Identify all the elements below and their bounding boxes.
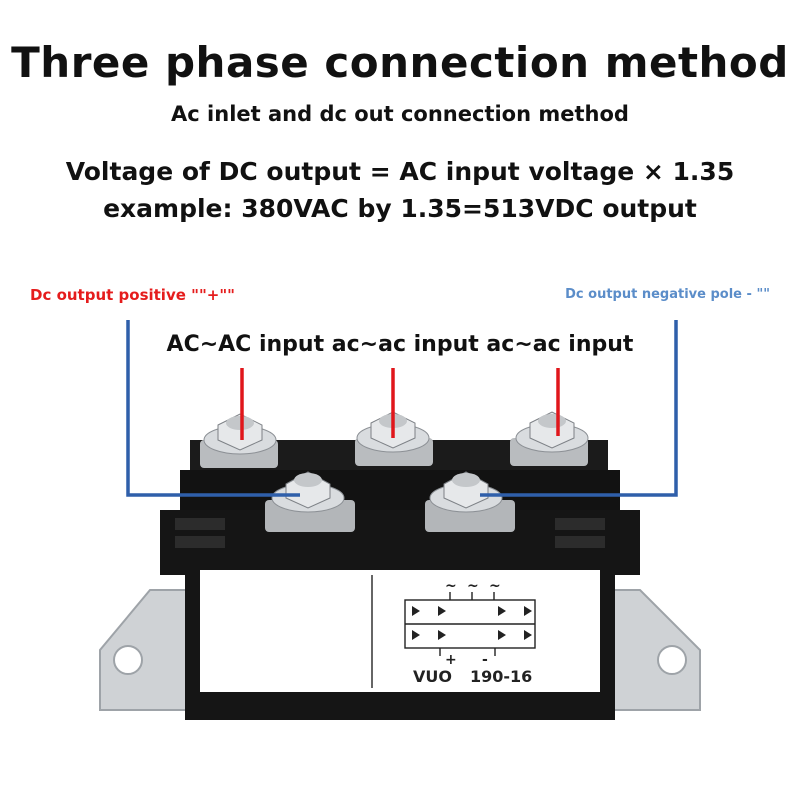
model-number: 190-16 <box>470 667 532 686</box>
diode-symbols <box>412 606 532 640</box>
vent-right <box>555 518 605 530</box>
ac-input-label: AC~AC input ac~ac input ac~ac input <box>166 332 634 357</box>
page-subtitle: Ac inlet and dc out connection method <box>171 102 629 126</box>
model-prefix: VUO <box>413 667 452 686</box>
vent-right-2 <box>555 536 605 548</box>
dc-negative-label: Dc output negative pole - "" <box>565 287 770 302</box>
formula-block: Voltage of DC output = AC input voltage … <box>0 153 800 227</box>
page-title: Three phase connection method <box>11 38 789 87</box>
dc-minus-symbol: - <box>482 652 488 668</box>
dc-positive-label: Dc output positive ""+"" <box>30 286 235 304</box>
mount-hole-left <box>113 645 143 675</box>
dc-positive-wire <box>126 320 300 497</box>
formula-line: Voltage of DC output = AC input voltage … <box>65 157 735 186</box>
vent-left <box>175 518 225 530</box>
ac-terminal-3 <box>510 411 589 466</box>
dc-plus-symbol: + <box>445 652 457 668</box>
example-line: example: 380VAC by 1.35=513VDC output <box>103 194 697 223</box>
ac-symbol-2: ~ <box>467 578 479 594</box>
ac-symbol-3: ~ <box>489 578 501 594</box>
mount-hole-right <box>657 645 687 675</box>
dc-negative-wire <box>480 320 678 497</box>
dc-terminal-negative <box>425 471 515 532</box>
ac-symbol-1: ~ <box>445 578 457 594</box>
module-top-ridge <box>180 470 620 510</box>
ac-terminal-1 <box>200 413 278 468</box>
vent-left-2 <box>175 536 225 548</box>
ac-terminal-symbols: ~ ~ ~ <box>445 578 501 594</box>
dc-terminal-positive <box>265 471 355 532</box>
bridge-schematic <box>404 592 536 656</box>
label-panel <box>200 570 600 692</box>
